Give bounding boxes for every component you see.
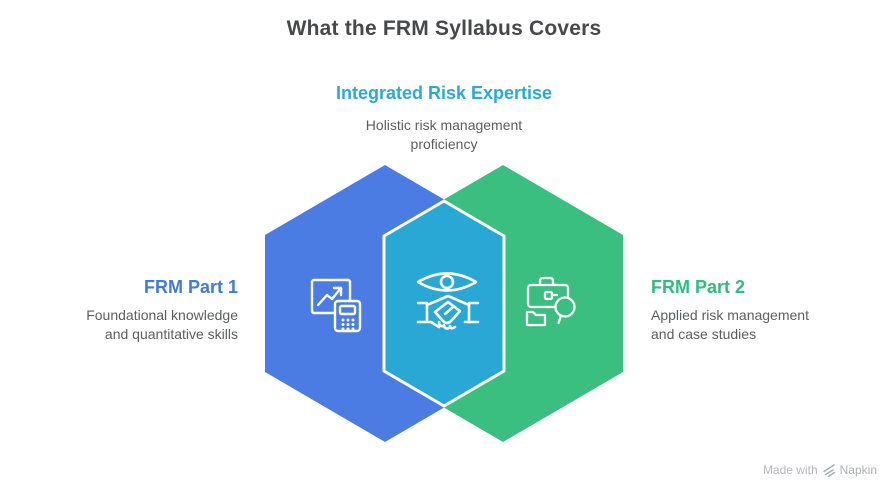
center-description-line-1: Holistic risk management — [365, 117, 523, 133]
center-description: Holistic risk management proficiency — [0, 116, 888, 154]
frm-part-1-description: Foundational knowledge and quantitative … — [8, 306, 238, 344]
frm-part-1-label-block: FRM Part 1 Foundational knowledge and qu… — [8, 277, 238, 344]
chart-calculator-icon — [310, 278, 362, 333]
frm-part-2-heading: FRM Part 2 — [651, 277, 746, 297]
center-heading: Integrated Risk Expertise — [335, 83, 553, 103]
frm-part-2-description-line-2: and case studies — [651, 326, 757, 342]
watermark-brand: Napkin — [839, 462, 877, 477]
frm-part-2-label-block: FRM Part 2 Applied risk management and c… — [651, 277, 888, 344]
watermark-prefix: Made with — [762, 462, 818, 477]
frm-part-1-heading: FRM Part 1 — [143, 277, 238, 297]
frm-part-1-description-line-2: and quantitative skills — [104, 326, 238, 342]
eye-handshake-icon — [416, 272, 480, 330]
frm-part-2-description-line-1: Applied risk management — [651, 307, 809, 323]
page-title: What the FRM Syllabus Covers — [286, 17, 602, 40]
briefcase-search-icon — [525, 276, 576, 327]
center-description-line-2: proficiency — [410, 136, 478, 152]
watermark: Made with Napkin — [763, 462, 877, 477]
frm-part-2-description: Applied risk management and case studies — [651, 306, 888, 344]
frm-part-1-description-line-1: Foundational knowledge — [86, 307, 238, 323]
napkin-logo-icon — [822, 464, 835, 477]
